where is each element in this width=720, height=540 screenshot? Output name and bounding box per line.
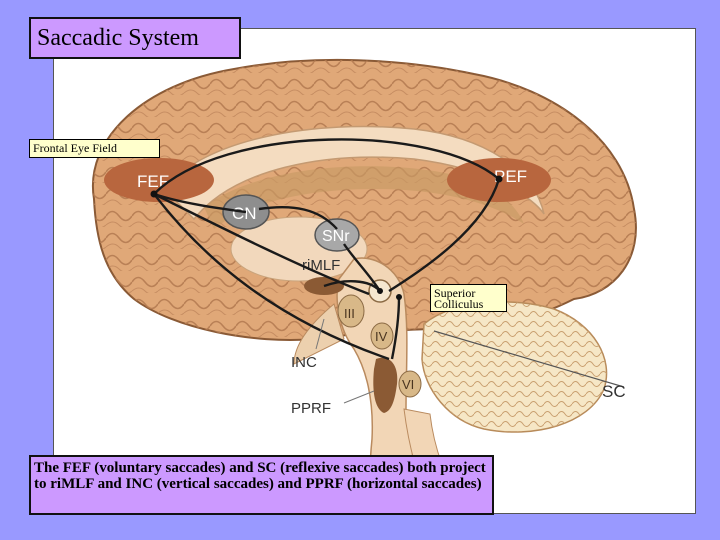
slide-title: Saccadic System: [29, 17, 241, 59]
fef-pprf-pathway: [153, 193, 390, 361]
rimlf-text: riMLF: [302, 257, 340, 274]
vi-nucleus: [398, 370, 422, 398]
sc-leader-line: [433, 330, 625, 388]
inc-text: INC: [291, 354, 317, 371]
fef-sc-pathway: [153, 192, 370, 296]
sc-pprf-pathway: [390, 296, 401, 360]
iv-nucleus: [370, 322, 394, 350]
fef-text: FEF: [137, 172, 169, 191]
vi-text: VI: [402, 377, 414, 392]
cn-snr-pathway: [258, 206, 338, 230]
fef-region: [104, 158, 214, 202]
superior-colliculus-callout: Superior Colliculus: [430, 284, 507, 312]
snr-text: SNr: [322, 228, 350, 245]
pprf-text: PPRF: [291, 400, 331, 417]
brain-illustration: FEF PEF CN SNr riMLF III IV VI: [91, 58, 637, 513]
iii-text: III: [344, 306, 355, 321]
saccade-pathways: [153, 138, 501, 361]
fef-pef-connection: [153, 138, 500, 195]
pef-sc-pathway: [388, 178, 501, 293]
fef-cn-pathway: [153, 192, 247, 214]
pprf-nucleus: [373, 357, 398, 413]
brain-diagram: FEF PEF CN SNr riMLF III IV VI: [53, 28, 696, 514]
corpus-callosum: [162, 125, 545, 221]
caption: The FEF (voluntary saccades) and SC (ref…: [29, 455, 494, 515]
frontal-eye-field-callout: Frontal Eye Field: [29, 139, 160, 158]
snr-sc-pathway: [343, 243, 382, 292]
sc-rimlf-pathway: [323, 280, 381, 292]
sc-text: SC: [602, 382, 626, 401]
pef-text: PEF: [494, 167, 527, 186]
iii-nucleus: [337, 294, 365, 328]
lateral-ventricle: [204, 166, 524, 229]
iv-text: IV: [375, 329, 388, 344]
snr-nucleus: [314, 218, 360, 252]
cn-text: CN: [232, 204, 257, 223]
